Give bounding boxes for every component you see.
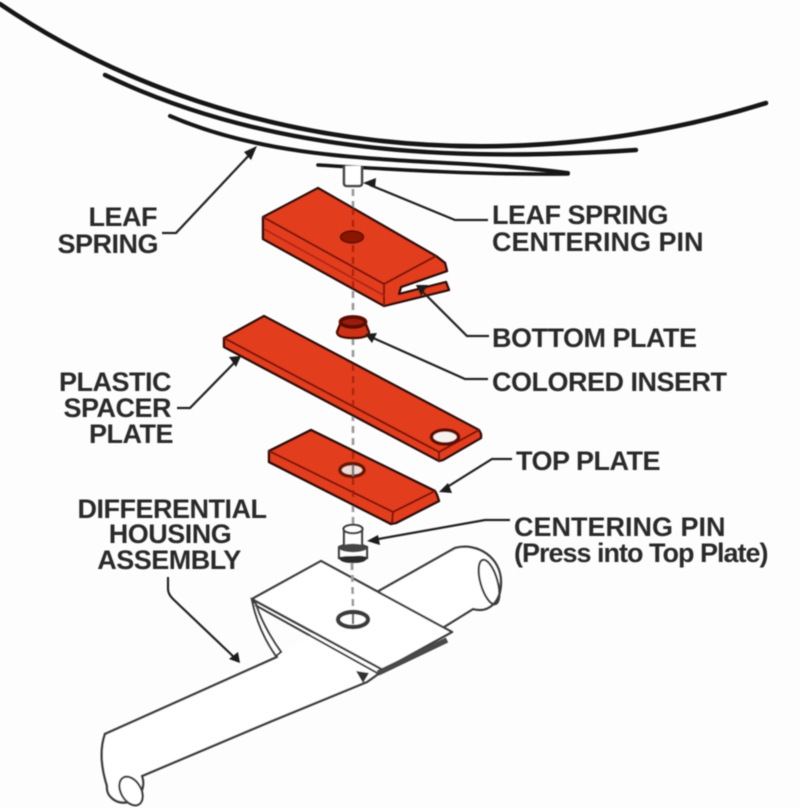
svg-text:PLATE: PLATE — [89, 419, 173, 449]
svg-text:PLASTIC: PLASTIC — [59, 367, 171, 397]
svg-text:LEAF SPRING: LEAF SPRING — [492, 200, 668, 230]
svg-text:HOUSING: HOUSING — [109, 519, 232, 549]
svg-text:(Press into Top Plate): (Press into Top Plate) — [514, 538, 768, 568]
svg-text:TOP PLATE: TOP PLATE — [516, 446, 660, 476]
svg-text:BOTTOM PLATE: BOTTOM PLATE — [492, 323, 697, 353]
svg-text:CENTERING PIN: CENTERING PIN — [492, 227, 704, 257]
svg-text:LEAF: LEAF — [89, 202, 158, 232]
svg-text:ASSEMBLY: ASSEMBLY — [97, 545, 241, 575]
svg-text:DIFFERENTIAL: DIFFERENTIAL — [78, 494, 267, 524]
svg-text:SPACER: SPACER — [63, 393, 171, 423]
svg-text:SPRING: SPRING — [57, 229, 158, 259]
svg-text:CENTERING PIN: CENTERING PIN — [514, 512, 726, 542]
svg-text:COLORED INSERT: COLORED INSERT — [492, 367, 728, 397]
